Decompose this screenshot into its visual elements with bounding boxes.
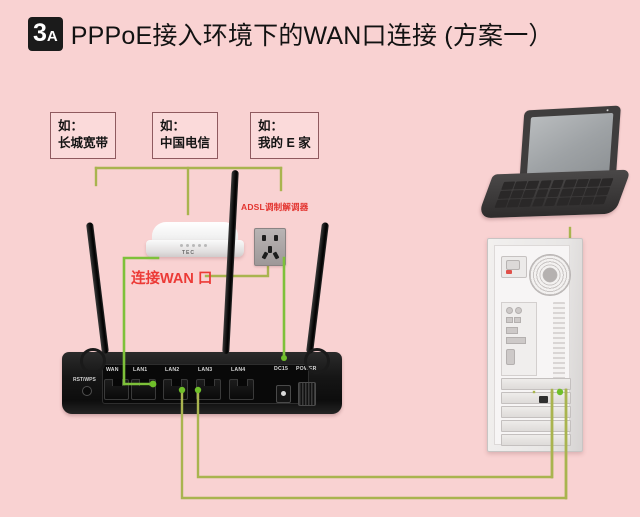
page-title-text: PPPoE接入环境下的WAN口连接 (方案一） — [70, 22, 554, 50]
webcam-icon — [606, 109, 609, 112]
port-lan3[interactable] — [196, 379, 221, 400]
step-badge: 3A — [28, 17, 63, 51]
antenna-center — [222, 169, 239, 355]
usb-port-icon — [506, 317, 513, 323]
modem-shell-base — [146, 240, 244, 257]
reset-wps-label: RST/WPS — [73, 377, 96, 383]
power-switch[interactable] — [298, 382, 316, 406]
socket-slot-left — [261, 251, 269, 260]
port-lan2[interactable] — [163, 379, 188, 400]
ps2-port-icon-2 — [515, 307, 522, 314]
callout-isp-great-wall: 如： 长城宽带 — [50, 112, 117, 159]
serial-port-icon — [506, 327, 518, 334]
pc-ethernet-port — [539, 396, 548, 403]
pc-power-supply — [501, 256, 527, 278]
expansion-slot-1 — [501, 378, 571, 390]
port-label-wan: WAN — [106, 367, 119, 373]
callout-line2: 长城宽带 — [58, 135, 109, 150]
annotation-adsl-modem: ADSL调制解调器 — [241, 202, 309, 212]
port-label-lan4: LAN4 — [231, 367, 246, 373]
modem-brand-logo: TEC — [182, 250, 195, 256]
socket-hole-right — [274, 235, 278, 241]
port-lan1[interactable] — [131, 379, 156, 400]
desktop-pc-tower — [487, 238, 583, 452]
callout-isp-china-telecom: 如： 中国电信 — [152, 112, 219, 159]
pc-io-shield — [501, 302, 537, 376]
laptop-computer — [476, 105, 632, 226]
expansion-slot-3 — [501, 406, 571, 418]
antenna-right — [305, 222, 330, 354]
port-label-lan3: LAN3 — [198, 367, 213, 373]
antenna-right-hinge — [304, 348, 330, 374]
dc-power-jack[interactable] — [276, 385, 291, 403]
callout-line1: 如： — [258, 119, 284, 133]
port-wan[interactable] — [104, 379, 129, 400]
step-badge-number: 3 — [33, 19, 47, 47]
power-connector-icon — [506, 260, 520, 270]
antenna-left — [85, 222, 110, 354]
reset-wps-button[interactable] — [82, 386, 92, 396]
wireless-router: RST/WPS WAN LAN1 LAN2 LAN3 LAN4 DC15 POW… — [62, 169, 342, 414]
callout-line2: 中国电信 — [160, 135, 211, 150]
expansion-slot-5 — [501, 434, 571, 446]
adsl-modem: TEC — [146, 222, 244, 262]
wall-power-socket — [254, 228, 286, 266]
socket-slot-center — [268, 246, 272, 253]
psu-switch — [506, 270, 512, 274]
expansion-slot-4 — [501, 420, 571, 432]
expansion-slot-2 — [501, 392, 571, 404]
page-title: 3A PPPoE接入环境下的WAN口连接 (方案一） — [28, 16, 554, 52]
annotation-connect-wan: 连接WAN 口 — [131, 271, 213, 287]
laptop-keyboard — [494, 178, 614, 208]
dc-in-label: DC15 — [274, 366, 289, 372]
modem-led-indicators — [180, 244, 207, 247]
port-lan4[interactable] — [229, 379, 254, 400]
laptop-screen — [526, 112, 614, 178]
step-badge-suffix: A — [46, 28, 58, 45]
modem-shell-top — [152, 222, 238, 244]
antenna-left-hinge — [80, 348, 106, 374]
port-label-lan1: LAN1 — [133, 367, 148, 373]
pc-rear-panel — [494, 245, 571, 446]
callout-line1: 如： — [58, 119, 84, 133]
port-label-lan2: LAN2 — [165, 367, 180, 373]
pc-fan-grille — [529, 254, 571, 296]
callout-isp-my-e-home: 如： 我的 E 家 — [250, 112, 319, 159]
socket-hole-left — [262, 235, 266, 241]
socket-slot-right — [272, 251, 280, 260]
ps2-port-icon — [506, 307, 513, 314]
usb-port-icon-2 — [514, 317, 521, 323]
callout-line1: 如： — [160, 119, 186, 133]
audio-jack-icon — [506, 349, 515, 365]
vga-port-icon — [506, 337, 526, 344]
callout-line2: 我的 E 家 — [258, 135, 311, 150]
